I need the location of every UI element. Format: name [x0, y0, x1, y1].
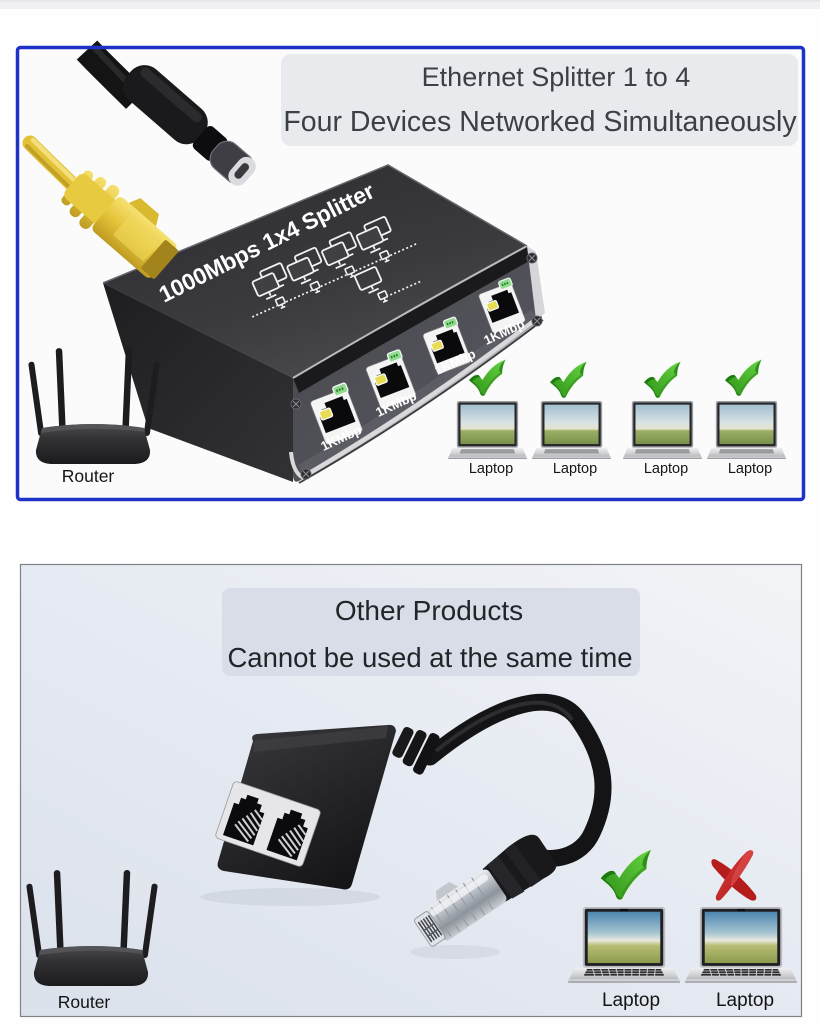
- svg-text:Laptop: Laptop: [716, 990, 774, 1011]
- svg-text:Four Devices Networked Simulta: Four Devices Networked Simultaneously: [283, 106, 797, 138]
- svg-text:Router: Router: [58, 992, 111, 1012]
- svg-text:Laptop: Laptop: [602, 990, 660, 1011]
- svg-text:Ethernet Splitter 1 to 4: Ethernet Splitter 1 to 4: [422, 62, 691, 92]
- svg-text:Laptop: Laptop: [553, 461, 597, 477]
- svg-text:Other Products: Other Products: [335, 595, 523, 626]
- svg-text:Laptop: Laptop: [644, 461, 688, 477]
- svg-text:Cannot be used at the same tim: Cannot be used at the same time: [227, 642, 632, 673]
- svg-text:Laptop: Laptop: [728, 461, 772, 477]
- svg-text:Laptop: Laptop: [469, 461, 513, 477]
- svg-text:Router: Router: [62, 466, 115, 486]
